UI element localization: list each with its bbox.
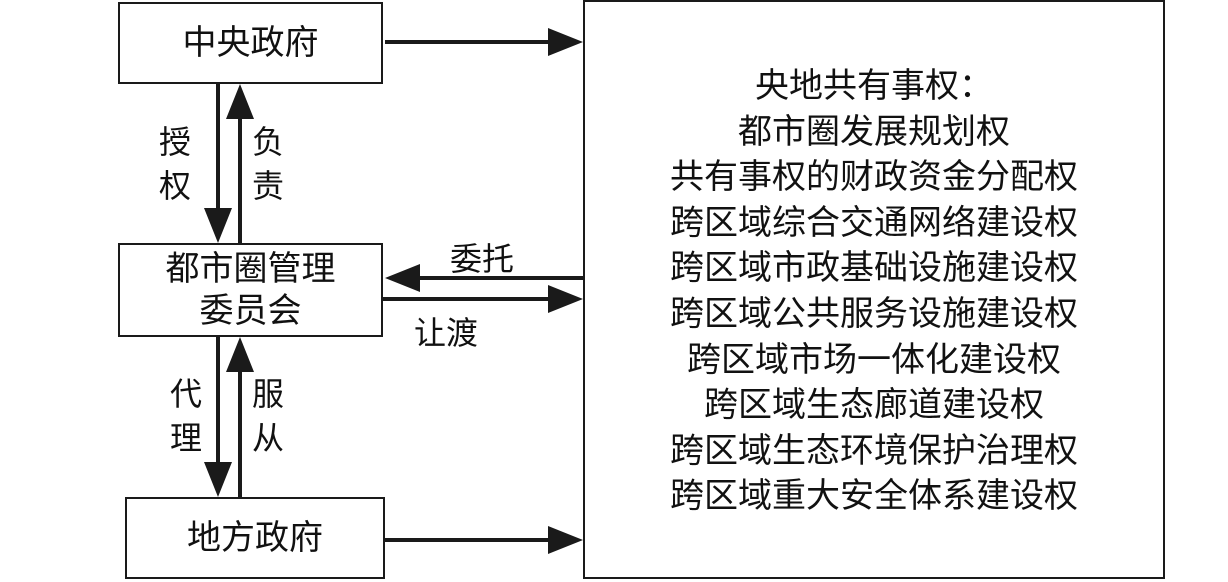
authorize-char-1: 授 (158, 123, 191, 161)
shared-power-item: 跨区域重大安全体系建设权 (670, 476, 1078, 517)
responsible-char-2: 责 (251, 167, 284, 205)
agent-label: 代 理 (166, 372, 206, 460)
arrowhead-responsible (226, 84, 254, 119)
obey-char-1: 服 (251, 375, 284, 413)
obey-label: 服 从 (248, 372, 288, 460)
arrowhead-central-to-powers (548, 28, 583, 56)
metro-committee-label-line1: 都市圈管理 (165, 248, 336, 289)
local-government-box: 地方政府 (125, 497, 385, 579)
metro-committee-box: 都市圈管理 委员会 (118, 243, 383, 337)
shared-power-item: 跨区域综合交通网络建设权 (670, 202, 1078, 243)
arrowhead-agent (204, 462, 232, 497)
central-government-box: 中央政府 (118, 2, 383, 84)
responsible-label: 负 责 (248, 120, 288, 208)
arrowhead-authorize (204, 208, 232, 243)
arrowhead-transfer (548, 285, 583, 313)
shared-power-item: 都市圈发展规划权 (738, 111, 1010, 152)
metro-committee-label-line2: 委员会 (199, 291, 302, 331)
shared-power-item: 跨区域生态廊道建设权 (704, 385, 1044, 426)
agent-char-2: 理 (169, 419, 202, 457)
shared-power-item: 跨区域市场一体化建设权 (687, 339, 1061, 380)
central-government-label: 中央政府 (182, 22, 319, 63)
authorize-label: 授 权 (155, 120, 195, 208)
transfer-label: 让渡 (414, 314, 479, 352)
shared-power-item: 共有事权的财政资金分配权 (670, 157, 1078, 198)
obey-char-2: 从 (251, 419, 284, 457)
shared-powers-heading: 央地共有事权： (755, 66, 993, 106)
arrowhead-local-to-powers (548, 526, 583, 554)
shared-powers-box: 央地共有事权： 都市圈发展规划权 共有事权的财政资金分配权 跨区域综合交通网络建… (583, 0, 1165, 579)
shared-power-item: 跨区域公共服务设施建设权 (670, 293, 1078, 334)
local-government-label: 地方政府 (187, 517, 323, 558)
shared-power-item: 跨区域生态环境保护治理权 (670, 430, 1078, 471)
agent-char-1: 代 (169, 375, 202, 413)
arrowhead-entrust (385, 264, 420, 292)
authorize-char-2: 权 (158, 167, 191, 205)
entrust-label: 委托 (450, 240, 515, 278)
arrowhead-obey (226, 337, 254, 372)
responsible-char-1: 负 (251, 123, 284, 161)
shared-power-item: 跨区域市政基础设施建设权 (670, 248, 1078, 289)
